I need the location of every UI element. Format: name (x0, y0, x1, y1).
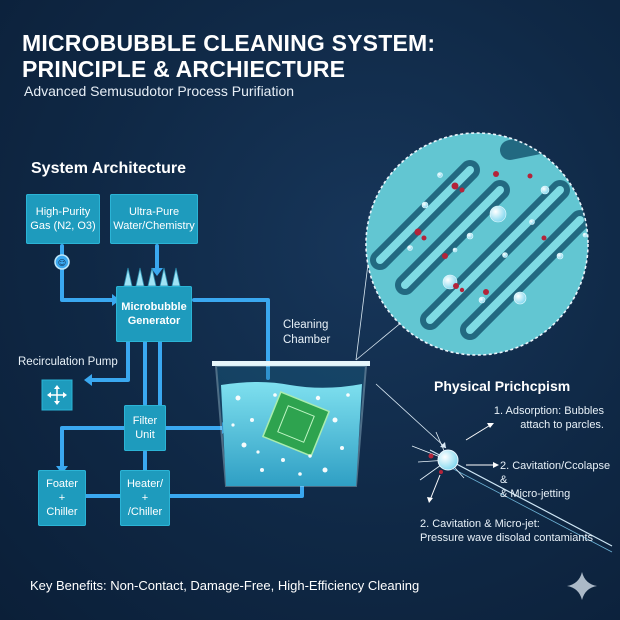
page-subtitle: Advanced Semusudotor Process Purifiation (24, 83, 295, 99)
contaminants (414, 171, 547, 295)
title-line-1: MICROBUBBLE CLEANING SYSTEM: (22, 30, 436, 56)
step-cavitation-collapse: 2. Cavitation/Ccolapse & & Micro-jetting (500, 460, 611, 500)
heater-chiller-label: Heater/ + /Chiller (126, 478, 164, 518)
zoom-view (365, 132, 589, 356)
valve-icon (54, 254, 70, 270)
gas-box-label: High-Purity Gas (N2, O3) (30, 206, 96, 232)
pipe-filter-to-foater (60, 426, 127, 472)
foater-chiller-box: Foater + Chiller (38, 470, 86, 526)
page-title: MICROBUBBLE CLEANING SYSTEM: PRINCIPLE &… (22, 30, 435, 82)
pipe-heater-to-chamber (168, 484, 304, 498)
pipe-generator-to-chamber-top (192, 298, 270, 380)
generator-box: Microbubble Generator (116, 286, 192, 342)
sparkle-icon (567, 572, 597, 600)
svg-text:☺: ☺ (58, 259, 66, 268)
chamber-bubbles (231, 393, 350, 476)
arrow-into-generator-top (151, 268, 163, 276)
cleaning-chamber (212, 361, 370, 487)
filter-box-label: Filter Unit (132, 415, 158, 441)
filter-box: Filter Unit (124, 405, 166, 451)
zoom-bubbles (407, 172, 588, 305)
pipe-generator-to-chamber (158, 340, 224, 430)
wafer (261, 391, 331, 457)
heater-chiller-box: Heater/ + /Chiller (120, 470, 170, 526)
step-adsorption: 1. Adsorption: Bubbles attach to parcles… (493, 405, 604, 431)
water-box: Ultra-Pure Water/Chemistry (110, 194, 198, 244)
gas-box: High-Purity Gas (N2, O3) (26, 194, 100, 244)
key-benefits: Key Benefits: Non-Contact, Damage-Free, … (30, 578, 420, 593)
arrow-into-pump (84, 374, 92, 386)
generator-nozzles (123, 267, 181, 287)
step-cavitation-microjet: 2. Cavitation & Micro-jet: Pressure wave… (420, 518, 594, 544)
pipe-generator-to-pump (88, 340, 130, 382)
water-box-label: Ultra-Pure Water/Chemistry (113, 206, 195, 232)
physical-principle-heading: Physical Prichcpism (434, 378, 571, 394)
generator-box-label: Microbubble Generator (121, 301, 187, 327)
architecture-heading: System Architecture (31, 160, 187, 177)
title-line-2: PRINCIPLE & ARCHIECTURE (22, 56, 346, 82)
pump-icon (41, 379, 73, 411)
pipe-gas-to-generator (60, 244, 114, 302)
foater-chiller-label: Foater + Chiller (46, 478, 78, 518)
cleaning-chamber-label: Cleaning Chamber (283, 319, 331, 346)
recirculation-pump-label: Recirculation Pump (18, 356, 118, 368)
cavitation-illustration (375, 383, 613, 553)
